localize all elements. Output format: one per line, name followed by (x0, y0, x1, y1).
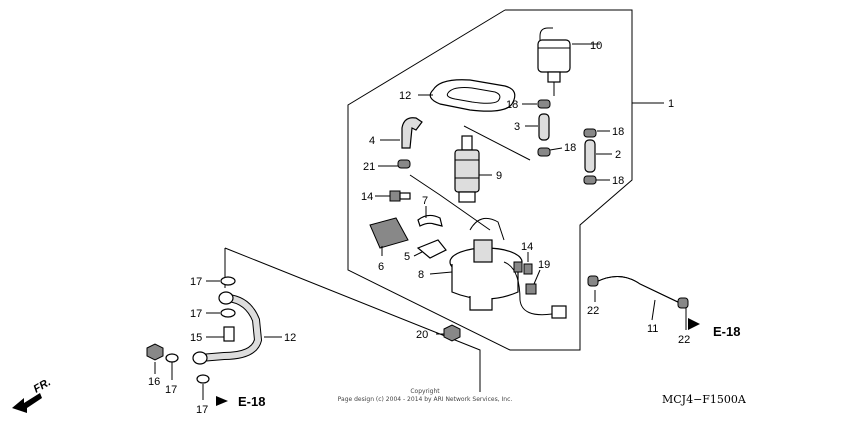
gasket-part (429, 79, 516, 112)
bolt-part (389, 190, 411, 202)
callout-labels: 10 1 12 18 18 3 18 2 18 4 21 9 14 7 5 6 … (148, 40, 690, 416)
banjo-bolt-part (223, 326, 235, 342)
clip-part (537, 99, 597, 185)
filter-pad-part (369, 217, 409, 249)
screw-part (525, 283, 537, 295)
callout-7: 7 (422, 195, 428, 207)
mount-bracket-part (416, 239, 447, 259)
callout-17c: 17 (165, 384, 177, 396)
callout-13: 12 (399, 90, 411, 102)
callout-12: 12 (284, 332, 296, 344)
callout-18a: 18 (506, 99, 518, 111)
callout-17d: 17 (196, 404, 208, 416)
callout-18c: 18 (564, 142, 576, 154)
assembly-outline (347, 9, 633, 351)
callout-5: 5 (404, 251, 410, 263)
callout-20: 20 (416, 329, 428, 341)
bracket-part (417, 214, 443, 227)
callout-8: 8 (418, 269, 424, 281)
washer-part (165, 276, 236, 384)
callout-4: 4 (369, 135, 375, 147)
callout-18d: 18 (612, 175, 624, 187)
fuel-filter-part (537, 27, 571, 96)
hose-part (401, 117, 423, 149)
copyright-line-1: Copyright (410, 388, 440, 395)
callout-9: 9 (496, 170, 502, 182)
callout-15: 15 (190, 332, 202, 344)
tube-part-2 (584, 139, 596, 173)
drawing-code: MCJ4−F1500A (662, 393, 747, 406)
front-arrow-icon (12, 393, 42, 413)
hose-clip-part (397, 159, 411, 169)
callout-10: 10 (590, 40, 602, 52)
fuel-pump-part (454, 135, 480, 203)
ref-label-e18-right: E-18 (713, 324, 740, 339)
return-hose-part (587, 275, 689, 309)
callout-16: 16 (148, 376, 160, 388)
tube-part (538, 113, 550, 141)
ref-arrow-icon-2 (216, 396, 228, 406)
callout-19: 19 (538, 259, 550, 271)
callout-21: 21 (363, 161, 375, 173)
callout-18b: 18 (612, 126, 624, 138)
fuel-hose-part (192, 291, 263, 365)
front-label: FR. (32, 376, 53, 395)
callout-22b: 22 (678, 334, 690, 346)
callout-3: 3 (514, 121, 520, 133)
hose-group-outline (224, 247, 481, 392)
callout-17b: 17 (190, 308, 202, 320)
callout-14b: 14 (521, 241, 533, 253)
leader-lines (154, 43, 687, 400)
ref-arrow-icon (688, 318, 700, 330)
callout-11: 11 (647, 323, 658, 335)
callout-22a: 22 (587, 305, 599, 317)
callout-1: 1 (668, 98, 674, 110)
bolt-part-2 (523, 263, 533, 275)
ref-label-e18-left: E-18 (238, 394, 265, 409)
copyright-line-2: Page design (c) 2004 - 2014 by ARI Netwo… (338, 396, 513, 403)
hose-nut-part (146, 343, 164, 361)
callout-14a: 14 (361, 191, 373, 203)
callout-2: 2 (615, 149, 621, 161)
nut-part (443, 324, 461, 342)
pump-housing-part (449, 217, 567, 319)
callout-6: 6 (378, 261, 384, 273)
callout-17a: 17 (190, 276, 202, 288)
